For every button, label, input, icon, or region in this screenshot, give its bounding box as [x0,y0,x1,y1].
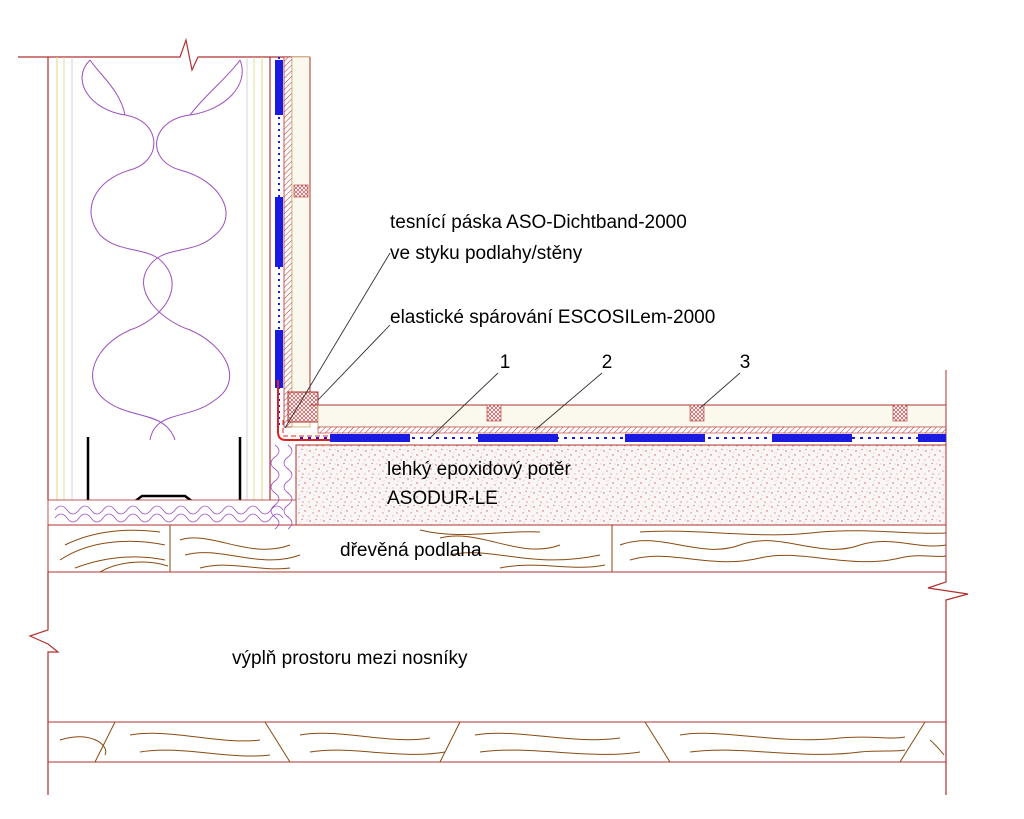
label-sealing-tape-line2: ve styku podlahy/stěny [390,243,583,264]
floor-layers [300,370,947,445]
beam-space [28,572,969,795]
label-void-fill: výplň prostoru mezi nosníky [232,648,468,669]
callout-1: 1 [500,352,511,373]
label-elastic-joint: elastické spárování ESCOSILem-2000 [390,307,715,328]
steel-profile [86,437,242,507]
ceiling-boards [47,721,947,763]
label-wood-floor: dřevěná podlaha [340,540,482,561]
wooden-floor [47,524,947,573]
label-screed-line2: ASODUR-LE [387,488,498,509]
wall-insulation [81,59,243,441]
label-screed-line1: lehký epoxidový potěr [387,459,571,480]
label-sealing-tape-line1: tesnící páska ASO-Dichtband-2000 [390,212,687,233]
leader-lines [284,252,741,439]
sealing-tape [277,380,330,441]
base-insulation [47,444,297,530]
elastic-joint-block [287,391,319,423]
wall-section [18,37,310,500]
callout-3: 3 [740,352,751,373]
wall-lining [275,56,311,428]
callout-2: 2 [602,352,613,373]
epoxy-screed [295,444,947,526]
